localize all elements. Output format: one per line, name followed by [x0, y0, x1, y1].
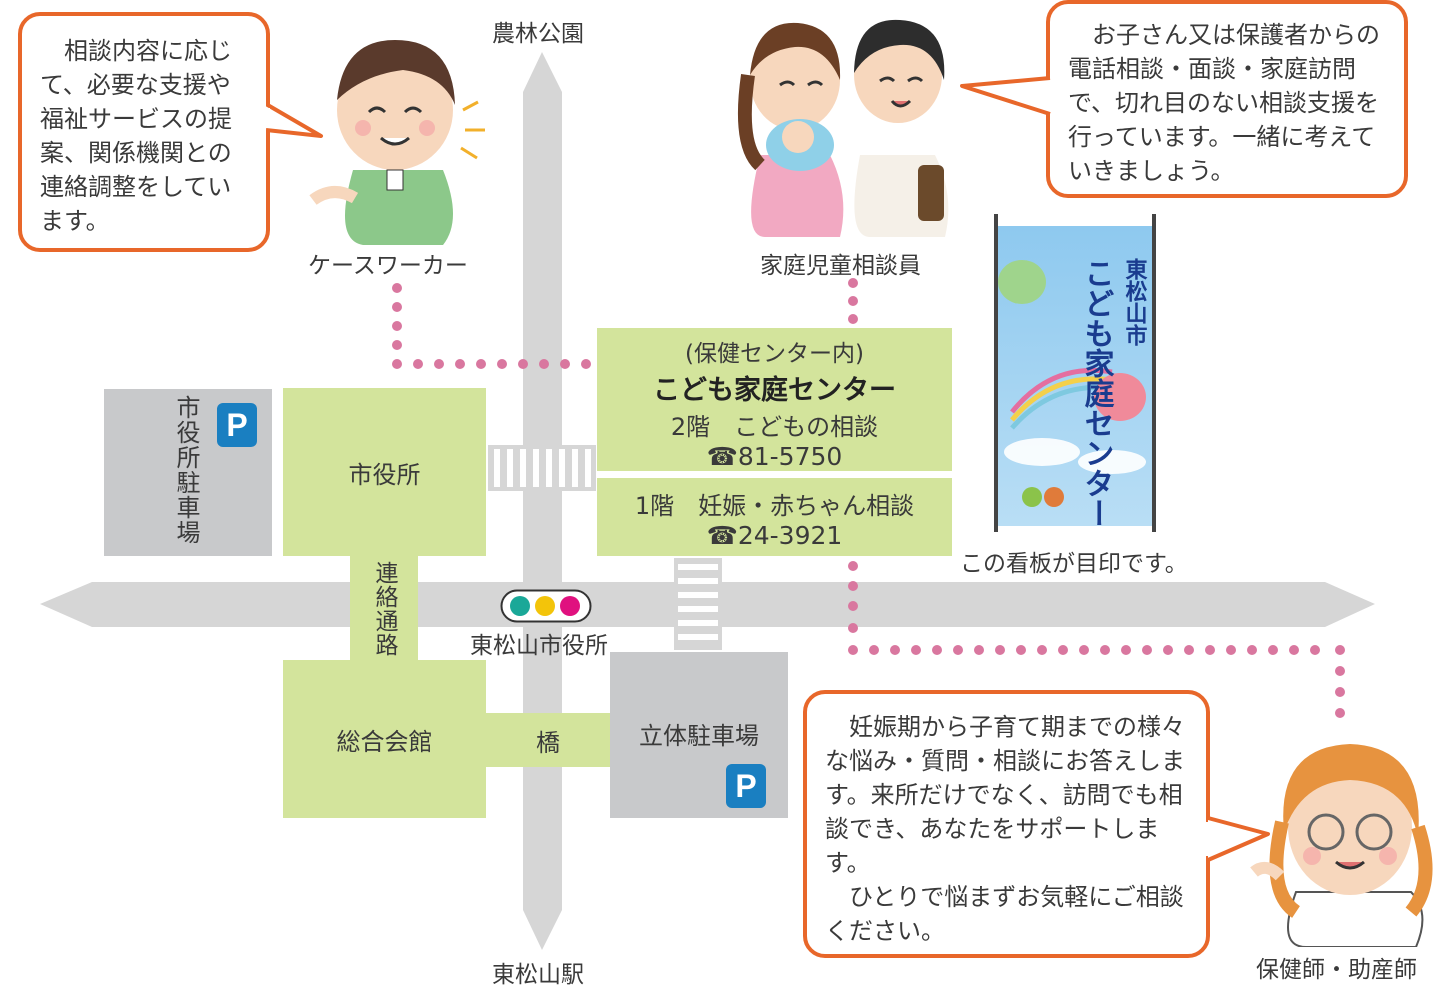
parking-icon: P [726, 764, 766, 808]
center-floor1: 1階 妊娠・赤ちゃん相談 ☎24-3921 [597, 478, 952, 556]
bridge-label: 橋 [536, 728, 560, 757]
center-name: こども家庭センター [653, 375, 896, 406]
health-nurse-bubble-tail [1206, 816, 1270, 862]
signboard-city-text: 東松山市 [1122, 258, 1148, 346]
signboard-caption: この看板が目印です。 [960, 551, 1188, 577]
city-hall-label: 市役所 [348, 460, 421, 489]
north-destination-label: 農林公園 [492, 21, 584, 47]
center-floor1-label: 1階 妊娠・赤ちゃん相談 [634, 492, 915, 520]
signboard-name-text: こども家庭センター [1079, 258, 1115, 528]
city-hall-parking: 市役所駐車場 P [104, 389, 272, 556]
city-hall-parking-label: 市役所駐車場 [172, 395, 200, 545]
parking-icon: P [217, 403, 257, 447]
family-counselor-bubble: お子さん又は保護者からの電話相談・面談・家庭訪問で、切れ目のない相談支援を行って… [1046, 0, 1408, 198]
center-floor1-tel: ☎24-3921 [706, 521, 843, 550]
south-destination-label: 東松山駅 [492, 962, 584, 988]
city-hall: 市役所 [283, 388, 486, 556]
case-worker-bubble: 相談内容に応じて、必要な支援や福祉サービスの提案、関係機関との連絡調整をしていま… [18, 12, 270, 252]
health-nurse-bubble-text-2: ひとりで悩まずお気軽にご相談ください。 [825, 883, 1184, 945]
connecting-passage: 連絡通路 [350, 556, 418, 662]
health-nurse-bubble: 妊娠期から子育て期までの様々な悩み・質問・相談にお答えします。来所だけでなく、訪… [803, 690, 1210, 958]
dotted-connectors [392, 278, 1345, 718]
bridge: 橋 [486, 713, 610, 767]
crosswalk-north [488, 445, 596, 491]
signboard-image: 東松山市 こども家庭センター [994, 214, 1156, 532]
family-counselor-illustration [737, 19, 949, 237]
case-worker-illustration [309, 40, 485, 245]
family-counselor-label: 家庭児童相談員 [760, 253, 921, 279]
case-worker-label: ケースワーカー [308, 253, 468, 279]
center-floor2-tel: ☎81-5750 [706, 442, 843, 471]
traffic-signal-label: 東松山市役所 [470, 633, 608, 659]
general-hall: 総合会館 [283, 660, 486, 818]
health-nurse-label: 保健師・助産師 [1256, 957, 1417, 983]
health-nurse-illustration [1250, 744, 1433, 947]
crosswalk-east [674, 558, 722, 650]
case-worker-bubble-tail [266, 102, 323, 138]
multistory-parking-label: 立体駐車場 [639, 722, 759, 750]
case-worker-bubble-text: 相談内容に応じて、必要な支援や福祉サービスの提案、関係機関との連絡調整をしていま… [40, 37, 232, 235]
health-nurse-bubble-text-1: 妊娠期から子育て期までの様々な悩み・質問・相談にお答えします。来所だけでなく、訪… [825, 713, 1185, 877]
center-floor2-label: 2階 こどもの相談 [670, 413, 879, 441]
general-hall-label: 総合会館 [336, 727, 433, 756]
traffic-signal-icon [500, 589, 592, 623]
multistory-parking: 立体駐車場 P [610, 652, 788, 818]
connecting-passage-label: 連絡通路 [371, 561, 397, 657]
family-counselor-bubble-text: お子さん又は保護者からの電話相談・面談・家庭訪問で、切れ目のない相談支援を行って… [1068, 21, 1380, 185]
center-floor2: (保健センター内) こども家庭センター 2階 こどもの相談 ☎81-5750 [597, 328, 952, 471]
north-south-road [523, 52, 562, 950]
family-counselor-bubble-tail [960, 76, 1052, 116]
center-note: (保健センター内) [685, 341, 864, 367]
